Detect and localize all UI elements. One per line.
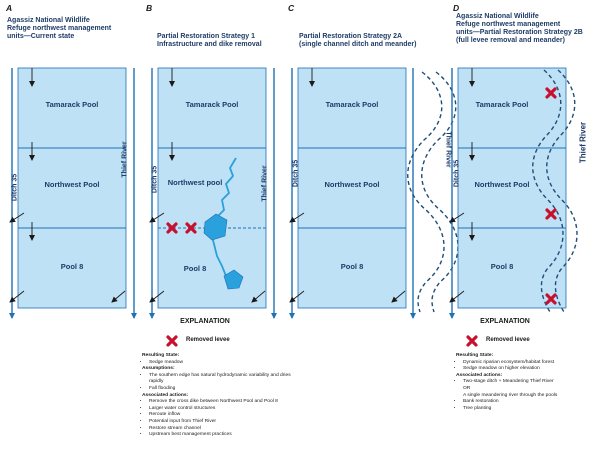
notes-heading: Associated actions: [456,372,503,378]
panel-d-outflow-arrow [449,212,465,223]
panel-d-meander-channel [532,69,564,313]
pool-label-northwest: Northwest Pool [324,180,380,189]
panel-a-diagram [9,67,137,319]
ditch-35-label: Ditch 35 [453,159,461,188]
panel-c-pool-area [297,67,407,309]
notes-heading: Associated actions: [142,392,189,398]
panel-b-outflow-arrow [149,290,165,303]
notes-item: Fall flooding [149,386,292,393]
pool-label-tamarack: Tamarack Pool [45,100,99,109]
panel-a-river-inflow-arrow [111,290,126,303]
pool-label-tamarack: Tamarack Pool [475,100,529,109]
notes-heading: Resulting State: [456,353,494,358]
panel-c-river-inflow-arrow [391,290,406,303]
pool-label-northwest: Northwest pool [167,178,223,187]
panel-b-diagram [149,67,277,347]
panel-b-pool-area [157,67,267,309]
pool-label-northwest: Northwest Pool [44,180,100,189]
panel-c-outflow-arrow [289,212,305,223]
removed-levee-legend-icon [466,335,478,347]
panel-d-letter: D [453,3,460,13]
pool-label-pool8: Pool 8 [183,264,207,273]
notes-item: Two-stage ditch + Meandering Thief River [463,379,596,386]
panel-d-meander-channel [546,69,578,313]
thief-river-label: Thief River [261,165,269,202]
panel-c-meander-channel [407,71,445,313]
panel-a-outflow-arrow [9,290,25,303]
notes-item: Restore stream channel [149,426,292,433]
panel-d-pool-area [457,67,567,309]
notes-item: Reroute inflow [149,412,292,419]
removed-levee-legend-label: Removed levee [186,337,230,343]
panel-b-river-inflow-arrow [251,290,266,303]
panel-c-meander-channel [421,71,459,313]
removed-levee-legend-icon [166,335,178,347]
removed-levee-legend-label: Removed levee [486,337,530,343]
panel-d-diagram [449,67,578,347]
notes-item: Sedge meadow [149,360,292,367]
panel-c-title: Partial Restoration Strategy 2A (single … [299,33,417,48]
explanation-heading: EXPLANATION [480,318,530,325]
panel-c-diagram [289,67,459,319]
thief-river-label: Thief River [444,131,452,168]
pool-label-pool8: Pool 8 [490,262,514,271]
ditch-35-label: Ditch 35 [11,173,19,202]
notes-item: The southern edge has natural hydrodynam… [149,373,292,386]
panel-b-title: Partial Restoration Strategy 1 Infrastru… [157,33,262,48]
pool-label-northwest: Northwest Pool [474,180,530,189]
notes-item: Bank restoration [463,399,596,406]
panel-a-letter: A [6,3,13,13]
pool-label-pool8: Pool 8 [340,262,364,271]
pool-label-tamarack: Tamarack Pool [325,100,379,109]
notes-item: Sedge meadow on higher elevation [463,366,596,373]
panel-c-outflow-arrow [289,290,305,303]
notes-item-continued: A single meandering river through the po… [463,392,558,398]
notes-item: Larger water control structures [149,406,292,413]
panel-d-outflow-arrow [449,290,465,303]
notes-item: Potential input from Thief River [149,419,292,426]
notes-item-continued: OR [463,385,471,391]
panel-b-letter: B [146,3,153,13]
notes-item: Remove the cross dike between Northwest … [149,399,292,406]
ditch-35-label: Ditch 35 [292,159,300,188]
panel-d-notes: Resulting State: Dynamic riparian ecosys… [456,353,596,412]
explanation-heading: EXPLANATION [180,318,230,325]
notes-item: Dynamic riparian ecosystem/habitat fores… [463,360,596,367]
thief-river-label: Thief River [578,121,588,164]
panel-b-outflow-arrow [149,212,165,223]
notes-item: Tree planting [463,406,596,413]
notes-heading: Assumptions: [142,366,175,372]
thief-river-label: Thief River [121,141,129,178]
ditch-35-label: Ditch 35 [151,165,159,194]
pool-label-tamarack: Tamarack Pool [185,100,239,109]
panel-d-title: Agassiz National Wildlife Refuge northwe… [456,13,583,44]
panel-a-outflow-arrow [9,212,25,223]
panel-b-wetland-pond [223,269,244,290]
panel-b-wetland-pond [203,213,228,241]
panel-c-letter: C [288,3,295,13]
panel-a-title: Agassiz National Wildlife Refuge northwe… [7,17,112,40]
pool-label-pool8: Pool 8 [60,262,84,271]
panel-b-notes: Resulting State: Sedge meadow Assumption… [142,353,292,439]
notes-heading: Resulting State: [142,353,180,358]
panel-a-pool-area [17,67,127,309]
notes-item: Upstream best management practices [149,432,292,439]
